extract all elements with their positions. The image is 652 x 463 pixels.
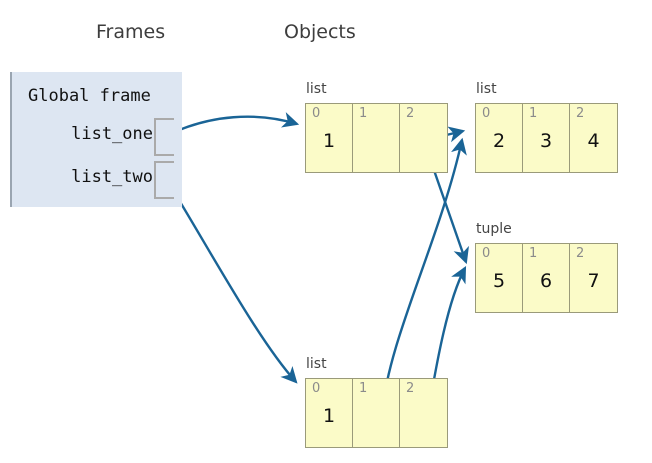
object-cell: 0 1 bbox=[306, 379, 353, 447]
cell-index-label: 1 bbox=[529, 246, 538, 261]
cell-value: 1 bbox=[322, 405, 336, 427]
frame-variable-name: list_two bbox=[71, 167, 153, 187]
cell-index-label: 1 bbox=[359, 381, 368, 396]
cell-index-label: 0 bbox=[312, 381, 321, 396]
cell-value: 1 bbox=[322, 130, 336, 152]
cell-value: 7 bbox=[587, 270, 600, 292]
cell-value: 2 bbox=[492, 130, 506, 152]
object-type-label-tuple: tuple bbox=[476, 221, 512, 237]
global-frame-title: Global frame bbox=[28, 86, 151, 106]
cell-index-label: 2 bbox=[406, 106, 415, 121]
cell-index-label: 1 bbox=[359, 106, 368, 121]
cell-index-label: 0 bbox=[482, 246, 491, 261]
frame-variable-name: list_one bbox=[71, 124, 153, 144]
arrow-list-two-to-list-c bbox=[166, 181, 298, 384]
cell-index-label: 0 bbox=[482, 106, 491, 121]
column-heading-objects: Objects bbox=[284, 21, 356, 43]
object-cell: 1 bbox=[353, 379, 400, 447]
object-cell: 2 bbox=[400, 379, 447, 447]
variable-slot-bracket bbox=[154, 161, 174, 199]
cell-value: 3 bbox=[539, 130, 553, 152]
object-type-label-list-b: list bbox=[476, 81, 497, 97]
global-frame-box: Global frame list_one list_two bbox=[10, 72, 182, 207]
cell-index-label: 2 bbox=[576, 246, 585, 261]
variable-slot-bracket bbox=[154, 118, 174, 156]
object-cell: 0 2 bbox=[476, 104, 523, 172]
cell-value: 4 bbox=[587, 130, 600, 152]
object-cell: 1 3 bbox=[523, 104, 570, 172]
object-cell: 1 6 bbox=[523, 244, 570, 312]
object-cell: 2 bbox=[400, 104, 447, 172]
cell-index-label: 2 bbox=[576, 106, 585, 121]
object-cell: 0 1 bbox=[306, 104, 353, 172]
object-cell: 0 5 bbox=[476, 244, 523, 312]
object-type-label-list-a: list bbox=[306, 81, 327, 97]
object-cell: 1 bbox=[353, 104, 400, 172]
object-cell: 2 4 bbox=[570, 104, 617, 172]
cell-value: 5 bbox=[492, 270, 506, 292]
object-box-list-b: 0 2 1 3 2 4 bbox=[475, 103, 618, 173]
arrow-list-c-1-to-list-b bbox=[380, 137, 467, 415]
object-box-tuple: 0 5 1 6 2 7 bbox=[475, 243, 618, 313]
arrow-list-one-to-list-a bbox=[165, 112, 300, 138]
object-box-list-c: 0 1 1 2 bbox=[305, 378, 448, 448]
cell-value: 6 bbox=[539, 270, 553, 292]
object-box-list-a: 0 1 1 2 bbox=[305, 103, 448, 173]
object-cell: 2 7 bbox=[570, 244, 617, 312]
frame-variable-list-one: list_one bbox=[12, 116, 184, 158]
cell-index-label: 1 bbox=[529, 106, 538, 121]
cell-index-label: 0 bbox=[312, 106, 321, 121]
cell-index-label: 2 bbox=[406, 381, 415, 396]
column-heading-frames: Frames bbox=[96, 21, 166, 43]
frame-variable-list-two: list_two bbox=[12, 159, 184, 201]
object-type-label-list-c: list bbox=[306, 356, 327, 372]
